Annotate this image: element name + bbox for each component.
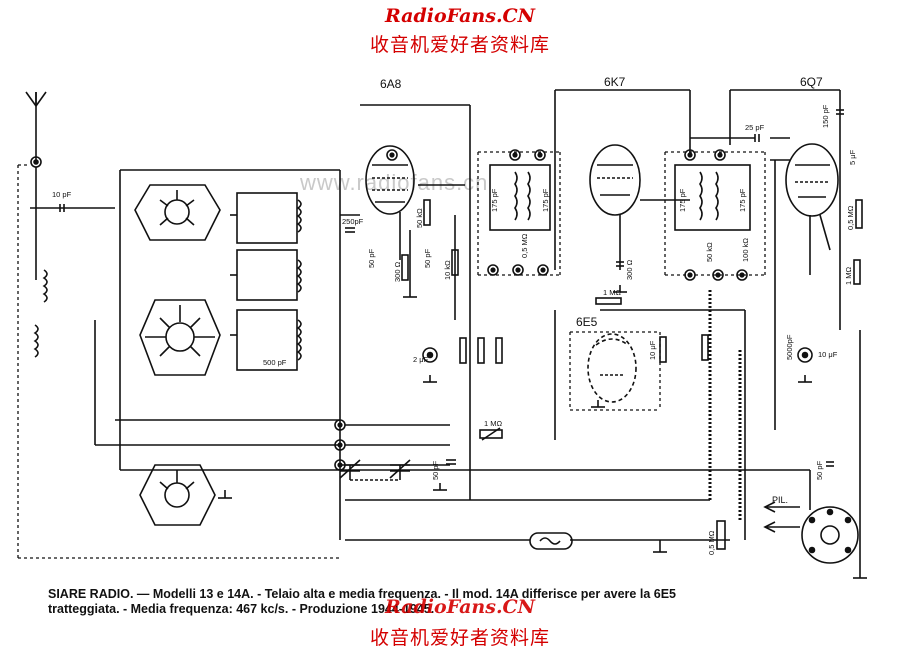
tube-6a8 <box>365 145 415 215</box>
shielded-cables <box>708 290 742 520</box>
label-r-300-b: 300 Ω <box>625 259 634 280</box>
label-c-50pf-c: 50 pF <box>431 460 440 480</box>
label-c-25pf: 25 pF <box>745 123 765 132</box>
label-c-2uf: 2 μF <box>413 355 429 364</box>
watermark-site-bottom: RadioFans.CN <box>384 596 536 618</box>
caption-line-2: tratteggiata. - Media frequenza: 467 kc/… <box>48 602 435 616</box>
label-c-10uf-a: 10 μF <box>648 340 657 360</box>
label-r-10ka: 10 kΩ <box>443 260 452 280</box>
label-r-1ma-b: 1 MΩ <box>484 419 503 428</box>
label-c-5uf: 5 μF <box>848 149 857 165</box>
label-c-175pf-d: 175 pF <box>738 188 747 212</box>
tube-6e5 <box>587 333 637 403</box>
if-transformer-2 <box>674 164 751 231</box>
label-r-1ma-a: 1 MΩ <box>603 288 622 297</box>
label-r-05ma-pot: 0,5 MΩ <box>707 530 716 555</box>
caption-line-1: SIARE RADIO. — Modelli 13 e 14A. - Telai… <box>48 587 676 601</box>
tube-6k7 <box>589 144 641 216</box>
label-c-175pf-b: 175 pF <box>541 188 550 212</box>
band-switch-bottom <box>139 464 216 526</box>
label-r-100ka: 100 kΩ <box>741 238 750 262</box>
tube-label-6k7: 6K7 <box>604 75 626 89</box>
label-c-250pf: 250pF <box>342 217 364 226</box>
tube-label-6a8: 6A8 <box>380 77 402 91</box>
watermark-site-top: RadioFans.CN <box>384 5 536 27</box>
label-r-1ma-c: 1 MΩ <box>844 266 853 285</box>
label-c-5000pf: 5000pF <box>785 334 794 360</box>
ground-symbols <box>218 285 867 579</box>
capacitors <box>59 109 844 467</box>
label-c-50pf-b: 50 pF <box>423 248 432 268</box>
rf-coils <box>33 192 302 371</box>
tuning-capacitor <box>339 459 411 481</box>
wiring-main <box>30 89 861 570</box>
band-switch-middle <box>139 299 221 376</box>
label-c-175pf-c: 175 pF <box>678 188 687 212</box>
label-c-50pf-d: 50 pF <box>815 460 824 480</box>
faint-watermark-url: www.radiofans.cn <box>300 170 489 195</box>
if-transformer-1 <box>489 164 551 231</box>
band-switch-top <box>134 184 221 241</box>
tube-label-6q7: 6Q7 <box>800 75 823 89</box>
label-r-05ma-b: 0,5 MΩ <box>846 205 855 230</box>
terminals <box>334 149 813 471</box>
label-r-300-a: 300 Ω <box>393 261 402 282</box>
watermark-cn-bottom: 收音机爱好者资料库 <box>369 627 550 649</box>
watermark-cn-top: 收音机爱好者资料库 <box>369 34 550 56</box>
label-c-175pf-a: 175 pF <box>490 188 499 212</box>
label-c-10pf: 10 pF <box>52 190 72 199</box>
label-r-50ka-b: 50 kΩ <box>705 242 714 262</box>
antenna-symbol <box>25 91 47 160</box>
tube-label-6e5: 6E5 <box>576 315 598 329</box>
chassis-outline <box>17 151 766 559</box>
tube-6q7 <box>785 143 839 217</box>
label-pil: PIL. <box>772 495 788 505</box>
label-r-50ka-a: 50 kΩ <box>415 208 424 228</box>
label-c-10uf-b: 10 μF <box>818 350 838 359</box>
label-r-05ma-a: 0,5 MΩ <box>520 233 529 258</box>
output-socket <box>763 501 859 564</box>
label-c-500pf: 500 pF <box>263 358 287 367</box>
label-c-50pf-a: 50 pF <box>367 248 376 268</box>
resistors <box>401 199 863 550</box>
pilot-lamp <box>529 532 573 550</box>
label-c-150pf: 150 pF <box>821 104 830 128</box>
